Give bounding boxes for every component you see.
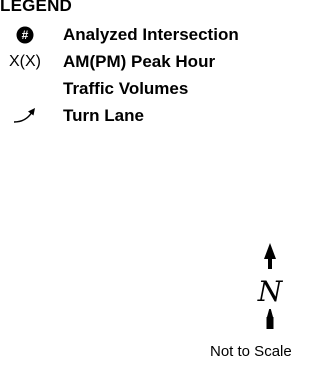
volume-notation-symbol: X(X) [9, 53, 41, 70]
legend-label: Traffic Volumes [63, 79, 189, 98]
legend-label: Analyzed Intersection [63, 25, 239, 44]
legend-item-peak-hour: X(X) AM(PM) Peak Hour [0, 50, 327, 74]
legend-label: Turn Lane [63, 106, 144, 125]
turn-lane-arrow-icon [0, 104, 50, 128]
intersection-marker-icon: # [0, 23, 50, 47]
north-arrow-icon: N [257, 243, 284, 329]
legend-item-traffic-volumes: Traffic Volumes [0, 77, 327, 101]
intersection-marker-symbol: # [22, 28, 29, 42]
legend-title: LEGEND [0, 0, 73, 15]
legend-item-turn-lane: Turn Lane [0, 104, 327, 128]
legend-label: AM(PM) Peak Hour [63, 52, 216, 71]
north-letter: N [257, 275, 284, 308]
legend-item-analyzed-intersection: # Analyzed Intersection [0, 23, 327, 47]
scale-note: Not to Scale [210, 343, 292, 360]
north-arrow: N [252, 243, 288, 329]
